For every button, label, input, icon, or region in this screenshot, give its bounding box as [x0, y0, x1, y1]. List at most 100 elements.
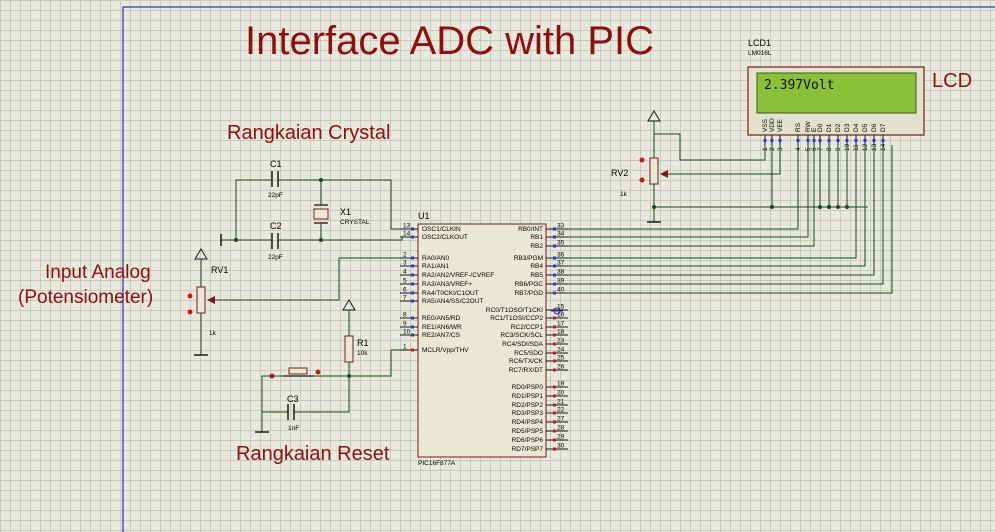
label-reset-circuit: Rangkaian Reset	[236, 443, 390, 465]
mcu-body	[417, 223, 547, 458]
mcu-pin-marker	[553, 273, 556, 277]
lcd-pin-label: VDD	[769, 118, 776, 132]
rv1-potentiometer[interactable]: RV1 1k	[187, 265, 229, 337]
mcu-pin-label: RE1/AN6/WR	[422, 324, 462, 331]
lcd-pin-label: D5	[862, 123, 869, 132]
lcd-pin-label: D0	[817, 123, 824, 132]
c3-ref: C3	[287, 394, 299, 404]
mcu-pin-label: RD2/PSP2	[512, 402, 544, 409]
lcd-module[interactable]: LCD1 LM016L 2.397Volt	[747, 38, 925, 136]
mcu-pin-label: OSC1/CLKIN	[422, 226, 461, 233]
mcu-pin-number: 18	[557, 329, 565, 336]
mcu-pin-number: 2	[403, 252, 407, 259]
rv1-value: 1k	[209, 330, 217, 337]
mcu-pin-marker	[411, 325, 414, 329]
lcd-pin-marker	[796, 139, 800, 142]
mcu-pin-label: RD3/PSP3	[512, 410, 544, 417]
mcu-pin-marker	[553, 256, 556, 260]
mcu-pin-number: 5	[403, 278, 407, 285]
vcc-terminal-icon	[647, 110, 661, 134]
lcd-screen	[756, 72, 917, 114]
mcu-pin-number: 1	[403, 344, 407, 351]
mcu-pin-marker	[553, 359, 556, 363]
x1-crystal[interactable]: X1 CRYSTAL	[313, 204, 370, 226]
mcu-pin-number: 14	[403, 231, 411, 238]
mcu-pin-marker	[553, 325, 556, 329]
mcu-pin-number: 15	[557, 304, 565, 311]
c1-ref: C1	[270, 159, 282, 169]
mcu-pin-marker	[411, 273, 414, 277]
mcu-pin-label: RC0/T1OSO/T1CKI	[486, 307, 543, 314]
mcu-pin-number: 23	[557, 338, 565, 345]
mcu-pin-number: 13	[403, 223, 411, 230]
mcu-pin-number: 33	[557, 223, 565, 230]
r1-value: 10k	[357, 350, 368, 357]
ground-icon	[194, 313, 208, 356]
ground-icon	[255, 412, 269, 433]
mcu-pin-marker	[553, 351, 556, 355]
mcu-pin-number: 16	[557, 312, 565, 319]
pic-microcontroller[interactable]: U1 PIC16F877A	[417, 211, 547, 467]
rv2-body	[649, 157, 659, 185]
mcu-pin-marker	[411, 282, 414, 286]
mcu-pin-label: RC5/SDO	[514, 350, 543, 357]
mcu-pin-marker	[553, 411, 556, 415]
mcu-pin-number: 8	[403, 312, 407, 319]
mcu-pin-label: RB0/INT	[518, 226, 543, 233]
mcu-pin-marker	[411, 333, 414, 337]
mcu-pin-label: RE2/AN7/CS	[422, 332, 461, 339]
c1-capacitor[interactable]: C1 22pF	[268, 159, 283, 199]
lcd-pin-marker	[845, 139, 849, 142]
mcu-pin-label: RD7/PSP7	[512, 446, 544, 453]
c2-capacitor[interactable]: C2 22pF	[268, 221, 283, 261]
reset-pushbutton[interactable]	[269, 367, 321, 379]
mcu-pin-marker	[553, 227, 556, 231]
mcu-pin-number: 38	[557, 269, 565, 276]
mcu-pin-marker	[553, 420, 556, 424]
c3-value: 1nF	[288, 425, 299, 432]
lcd-pin-label: VEE	[777, 118, 784, 132]
lcd-pin-marker	[806, 139, 810, 142]
lcd-pin-marker	[778, 139, 782, 142]
rv2-potentiometer[interactable]: RV2 1k	[611, 134, 668, 207]
rv1-wiper-arrow	[207, 296, 215, 304]
r1-ref: R1	[357, 338, 369, 348]
lcd-pin-marker	[836, 139, 840, 142]
sheet-border	[122, 6, 995, 532]
r1-resistor[interactable]: R1 10k	[344, 335, 369, 363]
mcu-pin-label: RB2	[530, 243, 543, 250]
c2-ref: C2	[270, 221, 282, 231]
c3-capacitor[interactable]: C3 1nF	[287, 394, 299, 432]
mcu-pin-label: RD0/PSP0	[512, 384, 544, 391]
lcd-pin-label: D4	[853, 123, 860, 132]
mcu-pin-marker	[553, 368, 556, 372]
mcu-pin-label: RD6/PSP6	[512, 437, 544, 444]
lcd-pin-label: VSS	[762, 118, 769, 132]
mcu-pin-number: 24	[557, 347, 565, 354]
mcu-pin-label: RD4/PSP4	[512, 419, 544, 426]
mcu-pin-label: RC3/SCK/SCL	[500, 332, 543, 339]
mcu-pin-marker	[553, 235, 556, 239]
lcd-pin-label: E	[811, 127, 818, 132]
rv2-wiper-arrow	[660, 170, 668, 178]
mcu-pin-number: 34	[557, 231, 565, 238]
mcu-pin-label: MCLR/Vpp/THV	[422, 347, 469, 354]
mcu-pin-marker	[553, 429, 556, 433]
lcd-model: LM016L	[748, 50, 772, 57]
mcu-pin-number: 3	[403, 260, 407, 267]
mcu-pin-marker	[553, 342, 556, 346]
mcu-pin-label: RA0/AN0	[422, 255, 449, 262]
rv2-ref: RV2	[611, 168, 628, 178]
label-crystal-circuit: Rangkaian Crystal	[227, 122, 390, 144]
label-lcd: LCD	[932, 70, 972, 92]
mcu-pin-marker	[553, 403, 556, 407]
mcu-pin-label: OSC2/CLKOUT	[422, 234, 468, 241]
lcd-display-text: 2.397Volt	[764, 78, 834, 93]
mcu-pin-number: 36	[557, 252, 565, 259]
mcu-pin-marker	[411, 291, 414, 295]
mcu-pin-number: 35	[557, 240, 565, 247]
lcd-pin-marker	[770, 139, 774, 142]
rv1-ref: RV1	[211, 265, 228, 275]
